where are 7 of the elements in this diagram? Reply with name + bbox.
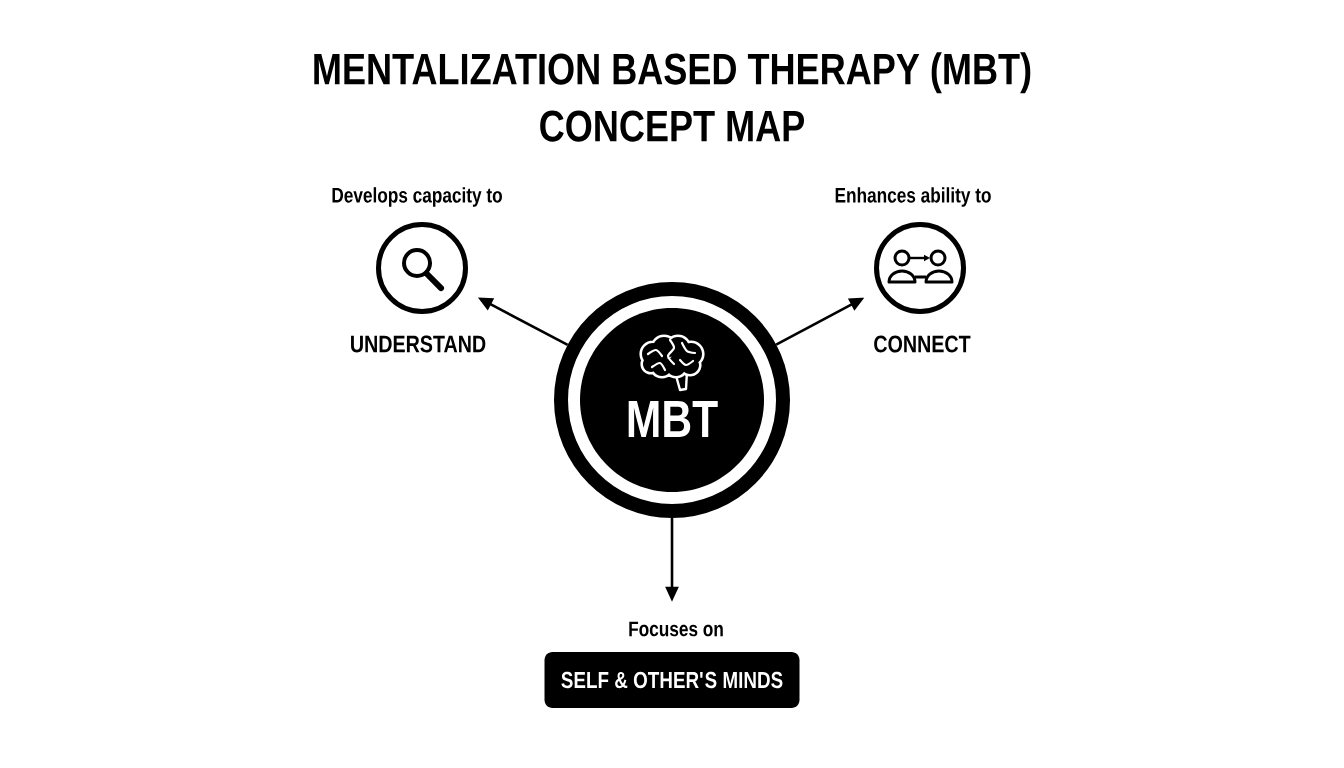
concept-label: UNDERSTAND [351,335,486,353]
relation-label: Develops capacity to [332,187,502,207]
concept-box: SELF & OTHER'S MINDS [544,652,800,708]
title: MENTALIZATION BASED THERAPY (MBT) CONCEPT MAP [314,52,1031,142]
concept-label: CONNECT [874,335,971,353]
relation-label: Focuses on [629,621,723,637]
relation-label: Enhances ability to [835,187,991,207]
